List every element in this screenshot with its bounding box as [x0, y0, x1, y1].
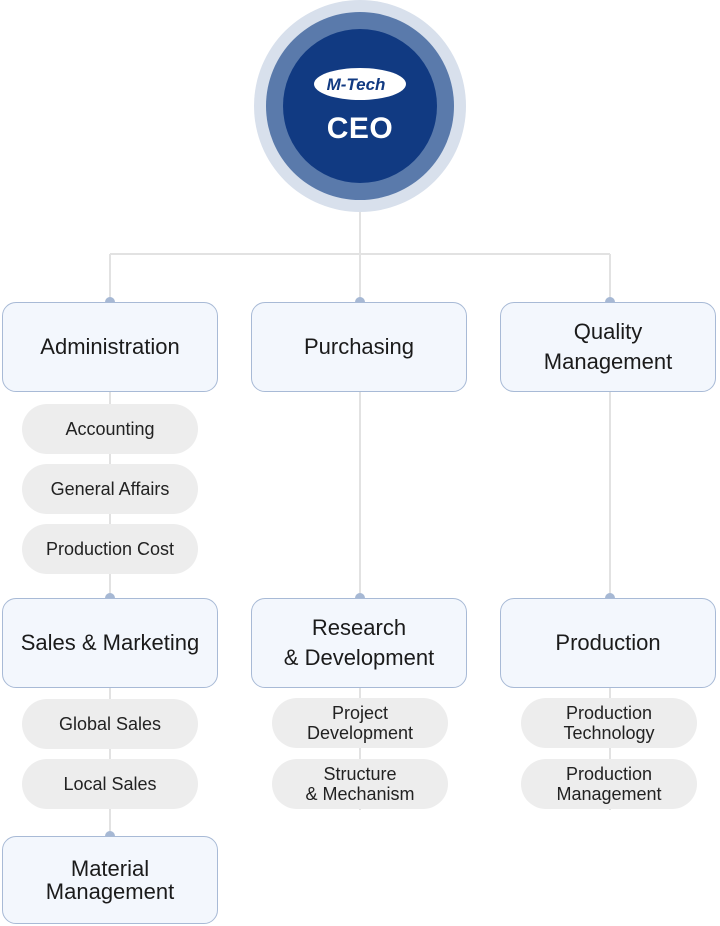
department-production: Production	[500, 598, 716, 688]
department-label: Administration	[40, 334, 180, 359]
team-label-line1: Production	[565, 764, 653, 784]
department-label-line1: Material	[70, 856, 150, 881]
logo-text: M-Tech	[327, 75, 386, 94]
team-label-line1: Structure	[323, 764, 397, 784]
team-project-development: Project Development	[272, 698, 448, 748]
department-label-line2: Management	[45, 879, 175, 904]
department-purchasing: Purchasing	[251, 302, 467, 392]
team-label: Local Sales	[63, 774, 157, 794]
team-production-management: Production Management	[521, 759, 697, 809]
department-label-line1: Research	[311, 615, 407, 640]
team-label-line2: & Mechanism	[305, 784, 415, 804]
team-production-cost: Production Cost	[22, 524, 198, 574]
team-label: Production Cost	[45, 539, 175, 559]
team-label-line1: Production	[565, 703, 653, 723]
team-label: Accounting	[65, 419, 155, 439]
department-research-development: Research & Development	[251, 598, 467, 688]
company-logo: M-Tech	[313, 67, 407, 101]
team-production-technology: Production Technology	[521, 698, 697, 748]
department-label-line2: & Development	[283, 645, 435, 670]
department-administration: Administration	[2, 302, 218, 392]
team-structure-mechanism: Structure & Mechanism	[272, 759, 448, 809]
team-label-line2: Management	[556, 784, 662, 804]
team-label: General Affairs	[50, 479, 170, 499]
team-global-sales: Global Sales	[22, 699, 198, 749]
department-material-management: Material Management	[2, 836, 218, 924]
department-quality-management: Quality Management	[500, 302, 716, 392]
department-sales-marketing: Sales & Marketing	[2, 598, 218, 688]
team-local-sales: Local Sales	[22, 759, 198, 809]
team-general-affairs: General Affairs	[22, 464, 198, 514]
team-label-line1: Project	[331, 703, 389, 723]
department-label: Purchasing	[303, 334, 415, 359]
team-label-line2: Technology	[563, 723, 655, 743]
team-label-line2: Development	[306, 723, 414, 743]
ceo-title: CEO	[326, 112, 394, 145]
department-label-line1: Quality	[573, 319, 643, 344]
team-label: Global Sales	[58, 714, 162, 734]
department-label-line2: Management	[543, 349, 673, 374]
team-accounting: Accounting	[22, 404, 198, 454]
department-label: Sales & Marketing	[20, 630, 200, 655]
ceo-node	[283, 29, 437, 183]
department-label: Production	[555, 630, 661, 655]
